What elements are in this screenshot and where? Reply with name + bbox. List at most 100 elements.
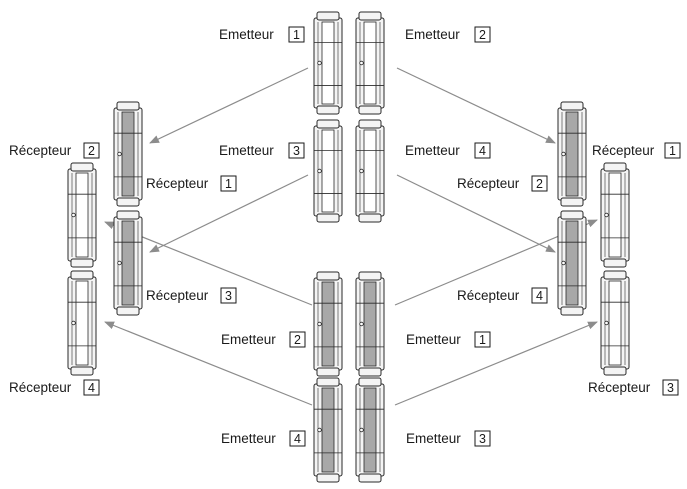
label-number-box	[288, 142, 305, 159]
emetteur-unit	[313, 119, 343, 223]
unit-indicator	[317, 427, 322, 433]
unit-cap-top	[560, 101, 584, 111]
label-text: Récepteur	[457, 288, 520, 303]
label-number: 3	[293, 144, 300, 158]
unit-indicator	[317, 60, 322, 66]
unit-lens	[565, 111, 579, 197]
unit-lens	[565, 220, 579, 306]
label-top-emetteur-2: Emetteur 2	[405, 26, 491, 43]
label-text: Emetteur	[406, 332, 461, 347]
label-left-recepteur-2: Récepteur 2	[9, 142, 100, 159]
unit-lens	[608, 280, 622, 366]
label-number: 3	[479, 432, 486, 446]
beam-arrow	[104, 321, 313, 406]
unit-cap-bottom	[603, 258, 627, 268]
recepteur-unit	[600, 270, 630, 376]
unit-cap-bottom	[560, 306, 584, 316]
label-text: Emetteur	[219, 143, 274, 158]
label-number: 1	[225, 177, 232, 191]
unit-cap-top	[316, 11, 340, 21]
label-number: 3	[667, 381, 674, 395]
emetteur-unit	[355, 271, 385, 377]
label-number-box	[662, 379, 679, 396]
beam-arrow	[396, 174, 556, 253]
unit-lens	[608, 172, 622, 258]
label-text: Récepteur	[9, 143, 72, 158]
unit-cap-top	[603, 162, 627, 172]
unit-cap-top	[316, 119, 340, 129]
unit-indicator	[359, 427, 364, 433]
label-text: Récepteur	[588, 380, 651, 395]
label-top-emetteur-4: Emetteur 4	[405, 142, 491, 159]
emetteur-unit	[355, 119, 385, 223]
unit-cap-top	[358, 11, 382, 21]
unit-cap-bottom	[358, 473, 382, 483]
label-number: 2	[88, 144, 95, 158]
label-bottom-emetteur-3: Emetteur 3	[406, 430, 491, 447]
unit-cap-bottom	[358, 213, 382, 223]
recepteur-unit	[557, 210, 587, 316]
label-number: 3	[225, 289, 232, 303]
unit-lens	[121, 220, 135, 306]
unit-cap-bottom	[358, 105, 382, 115]
unit-cap-bottom	[116, 197, 140, 207]
label-text: Emetteur	[219, 27, 274, 42]
label-text: Récepteur	[9, 380, 72, 395]
label-number-box	[83, 142, 100, 159]
unit-cap-bottom	[116, 306, 140, 316]
beam-arrow	[149, 67, 309, 144]
label-number-box	[220, 287, 237, 304]
unit-indicator	[317, 168, 322, 174]
unit-indicator	[359, 321, 364, 327]
label-number-box	[531, 175, 548, 192]
emetteur-unit	[355, 11, 385, 115]
label-number-box	[289, 331, 306, 348]
unit-lens	[363, 129, 377, 213]
beam-arrow	[149, 174, 309, 253]
label-number-box	[474, 430, 491, 447]
unit-indicator	[561, 151, 566, 157]
unit-cap-bottom	[358, 367, 382, 377]
label-text: Récepteur	[146, 176, 209, 191]
label-number-box	[474, 331, 491, 348]
emetteur-unit	[313, 271, 343, 377]
unit-indicator	[604, 320, 609, 326]
unit-indicator	[117, 260, 122, 266]
unit-cap-top	[316, 377, 340, 387]
label-right-recepteur-2: Récepteur 2	[457, 175, 548, 192]
label-number-box	[83, 379, 100, 396]
unit-indicator	[604, 212, 609, 218]
label-number: 4	[294, 432, 301, 446]
label-number: 4	[479, 144, 486, 158]
label-text: Emetteur	[221, 332, 276, 347]
unit-lens	[321, 129, 335, 213]
unit-cap-bottom	[316, 367, 340, 377]
unit-lens	[363, 21, 377, 105]
unit-cap-top	[603, 270, 627, 280]
label-right-recepteur-3: Récepteur 3	[588, 379, 679, 396]
unit-cap-top	[116, 101, 140, 111]
unit-cap-top	[316, 271, 340, 281]
device-units	[67, 11, 630, 483]
label-number-box	[474, 26, 491, 43]
label-left-recepteur-4: Récepteur 4	[9, 379, 100, 396]
label-text: Emetteur	[221, 431, 276, 446]
label-number: 1	[293, 28, 300, 42]
label-text: Emetteur	[405, 143, 460, 158]
unit-indicator	[117, 151, 122, 157]
unit-lens	[321, 281, 335, 367]
label-bottom-emetteur-4: Emetteur 4	[221, 430, 306, 447]
unit-indicator	[71, 212, 76, 218]
label-number: 2	[294, 333, 301, 347]
label-top-emetteur-1: Emetteur 1	[219, 26, 305, 43]
unit-cap-top	[358, 119, 382, 129]
unit-cap-bottom	[70, 258, 94, 268]
emetteur-unit	[313, 11, 343, 115]
unit-indicator	[359, 60, 364, 66]
label-number-box	[289, 430, 306, 447]
unit-cap-bottom	[603, 366, 627, 376]
unit-cap-top	[116, 210, 140, 220]
recepteur-unit	[600, 162, 630, 268]
unit-cap-top	[358, 271, 382, 281]
beam-arrow	[394, 321, 598, 406]
